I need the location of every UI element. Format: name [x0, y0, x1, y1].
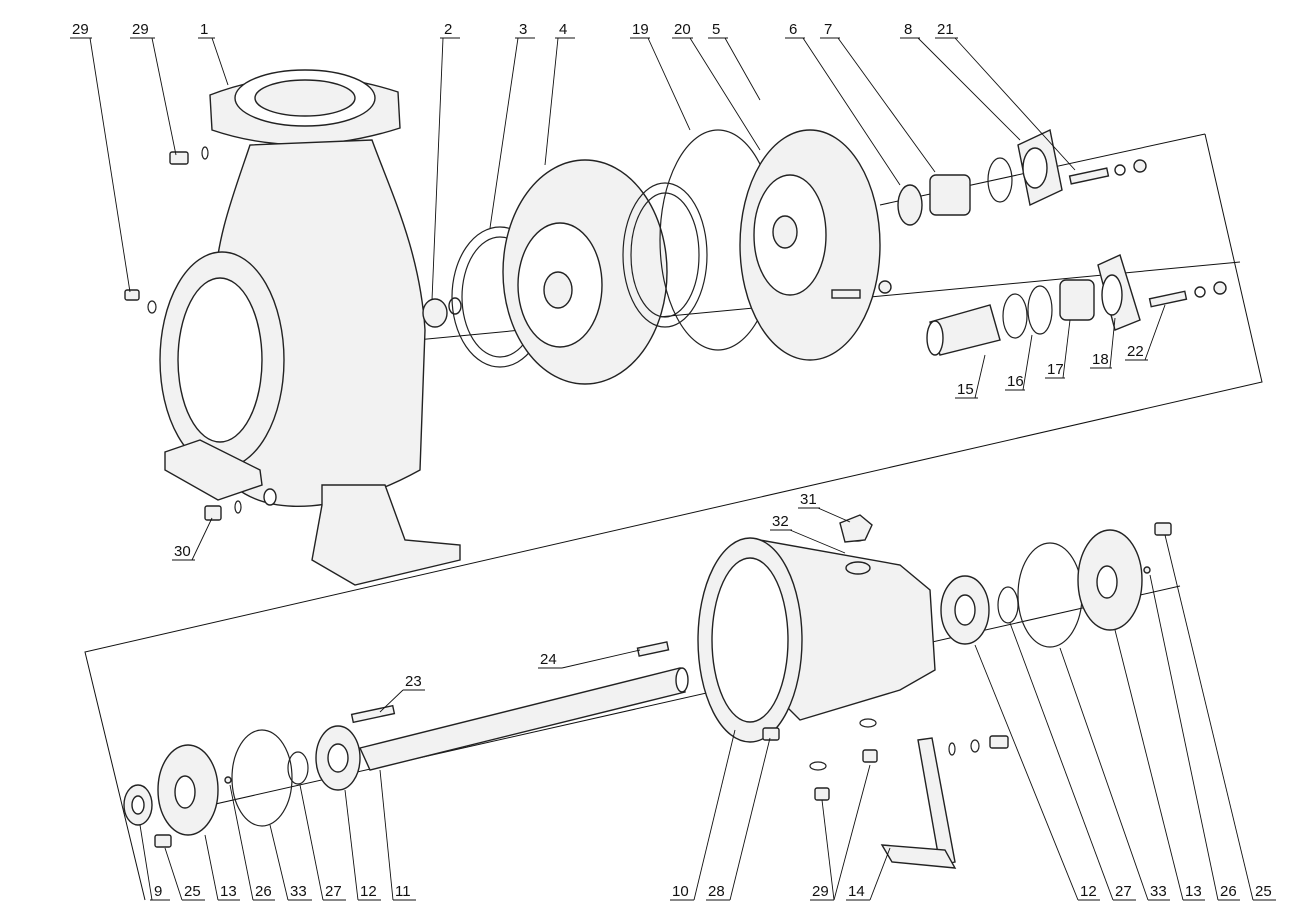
callout: 23 [405, 673, 422, 690]
callout: 25 [184, 883, 201, 900]
support-foot [762, 718, 1009, 869]
callout: 8 [904, 21, 912, 38]
callout: 17 [1047, 361, 1064, 378]
callout: 33 [1150, 883, 1167, 900]
callout-labels: 29 29 1 2 3 4 19 20 5 6 7 8 21 15 16 17 … [72, 21, 1272, 900]
callout: 27 [325, 883, 342, 900]
callout: 11 [395, 883, 411, 900]
callout: 13 [1185, 883, 1202, 900]
callout: 28 [708, 883, 725, 900]
casing-cover [739, 129, 881, 361]
callout: 4 [559, 21, 567, 38]
callout: 14 [848, 883, 865, 900]
mechanical-seal-lower [926, 254, 1227, 356]
plug [422, 297, 462, 328]
callout: 3 [519, 21, 527, 38]
callout: 10 [672, 883, 689, 900]
callout: 22 [1127, 343, 1144, 360]
mechanical-seal-upper [897, 128, 1147, 226]
callout: 1 [200, 21, 208, 38]
callout: 5 [712, 21, 720, 38]
callout: 20 [674, 21, 691, 38]
bearing-set-right [940, 522, 1172, 648]
volute-casing [159, 69, 461, 586]
bearing-set-left [123, 725, 361, 848]
callout: 25 [1255, 883, 1272, 900]
callout: 32 [772, 513, 789, 530]
callout: 7 [824, 21, 832, 38]
callout: 31 [800, 491, 817, 508]
callout: 9 [154, 883, 162, 900]
callout: 29 [72, 21, 89, 38]
callout: 24 [540, 651, 557, 668]
callout: 15 [957, 381, 974, 398]
impeller [502, 159, 668, 385]
bolts-upper [124, 146, 892, 521]
leader-lines [70, 37, 1276, 901]
callout: 30 [174, 543, 191, 560]
callout: 12 [1080, 883, 1097, 900]
callout: 27 [1115, 883, 1132, 900]
callout: 33 [290, 883, 307, 900]
callout: 26 [255, 883, 272, 900]
callout: 13 [220, 883, 237, 900]
bearing-housing [697, 514, 936, 743]
callout: 6 [789, 21, 797, 38]
shaft [350, 641, 689, 771]
callout: 18 [1092, 351, 1109, 368]
callout: 16 [1007, 373, 1024, 390]
callout: 29 [812, 883, 829, 900]
callout: 26 [1220, 883, 1237, 900]
callout: 12 [360, 883, 377, 900]
callout: 21 [937, 21, 954, 38]
callout: 19 [632, 21, 649, 38]
callout: 29 [132, 21, 149, 38]
callout: 2 [444, 21, 452, 38]
